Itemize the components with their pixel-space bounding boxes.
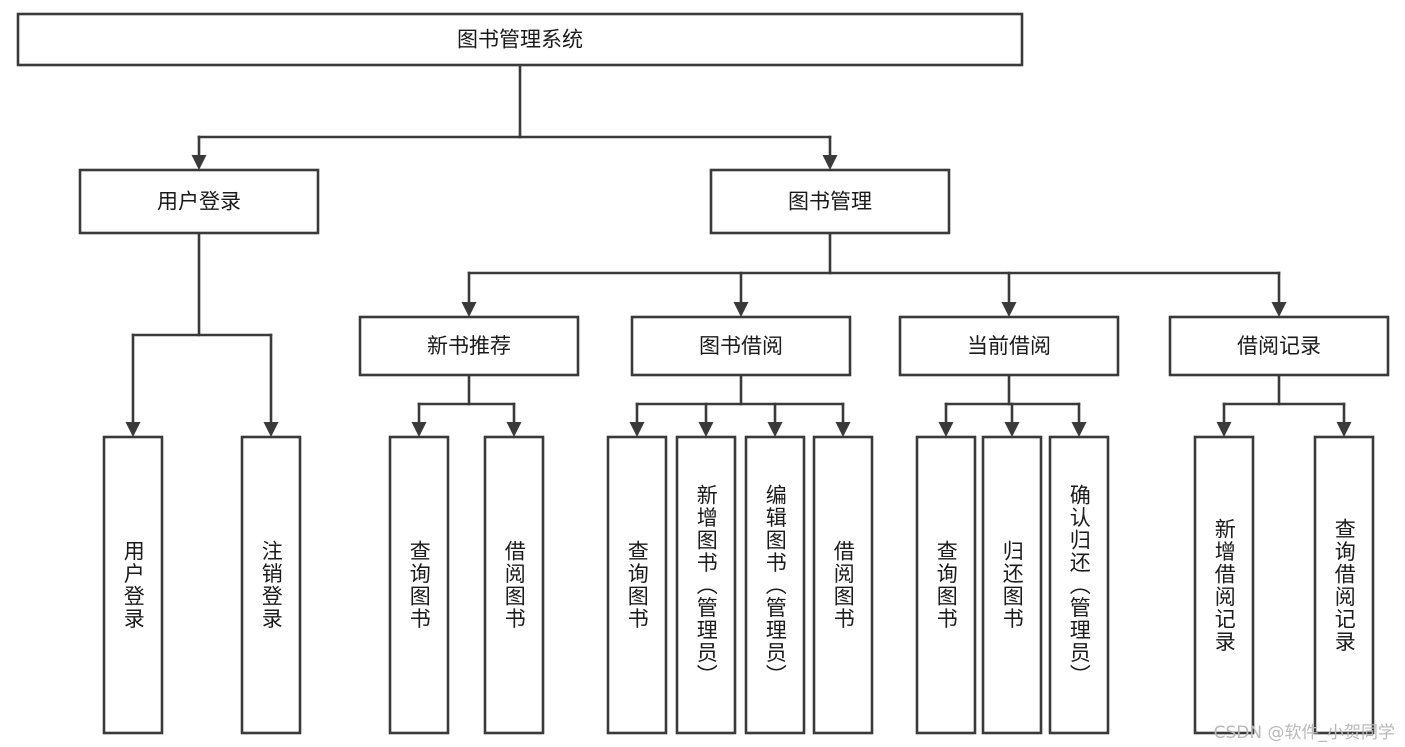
node-box-leaf-return-book[interactable] [981,435,1043,735]
boxes-layer [16,12,1390,735]
node-box-book-manage[interactable] [709,168,951,235]
node-box-leaf-query-book-current[interactable] [915,435,977,735]
watermark: CSDN @软件_小贺同学 [1213,723,1395,743]
node-box-leaf-borrow-book-recommend[interactable] [483,435,545,735]
arrow-head-icon [1004,422,1020,437]
connector-new-book-recommend [411,373,522,437]
edges-layer [125,63,1352,437]
arrow-head-icon [506,422,522,437]
arrow-head-icon [411,422,427,437]
arrow-head-icon [822,155,838,170]
node-box-leaf-add-borrow-record[interactable] [1193,435,1255,735]
node-box-leaf-query-book-recommend[interactable] [388,435,450,735]
node-box-book-borrow[interactable] [630,315,852,377]
node-box-leaf-query-book-borrow[interactable] [606,435,668,735]
connector-root [191,63,838,170]
node-label-user-login: 用户登录 [157,190,241,214]
arrow-head-icon [698,422,714,437]
node-label-root: 图书管理系统 [457,28,583,52]
arrow-head-icon [835,422,851,437]
node-label-new-book-recommend: 新书推荐 [427,334,511,358]
node-box-leaf-query-borrow-record[interactable] [1313,435,1375,735]
node-box-borrow-record[interactable] [1168,315,1390,377]
connector-book-borrow [629,373,851,437]
node-box-user-login[interactable] [78,168,320,235]
node-box-current-borrow[interactable] [898,315,1120,377]
node-label-book-manage: 图书管理 [788,190,872,214]
connector-user-login [125,231,279,437]
arrow-head-icon [767,422,783,437]
arrow-head-icon [125,422,141,437]
node-box-leaf-add-book[interactable] [675,435,737,735]
node-box-new-book-recommend[interactable] [358,315,580,377]
node-box-leaf-borrow-book[interactable] [812,435,874,735]
arrow-head-icon [1271,302,1287,317]
arrow-head-icon [733,302,749,317]
arrow-head-icon [1071,422,1087,437]
arrow-head-icon [1001,302,1017,317]
node-box-leaf-confirm-return[interactable] [1048,435,1110,735]
node-box-leaf-logout[interactable] [240,435,302,735]
connector-borrow-record [1216,373,1352,437]
arrow-head-icon [263,422,279,437]
arrow-head-icon [1216,422,1232,437]
node-label-current-borrow: 当前借阅 [967,334,1051,358]
arrow-head-icon [629,422,645,437]
arrow-head-icon [461,302,477,317]
node-box-leaf-user-login[interactable] [102,435,164,735]
arrow-head-icon [938,422,954,437]
arrow-head-icon [191,155,207,170]
node-box-root[interactable] [16,12,1024,67]
node-label-book-borrow: 图书借阅 [699,334,783,358]
connector-current-borrow [938,373,1087,437]
connector-book-manage [461,231,1287,317]
node-box-leaf-edit-book[interactable] [744,435,806,735]
arrow-head-icon [1336,422,1352,437]
node-label-borrow-record: 借阅记录 [1237,334,1321,358]
